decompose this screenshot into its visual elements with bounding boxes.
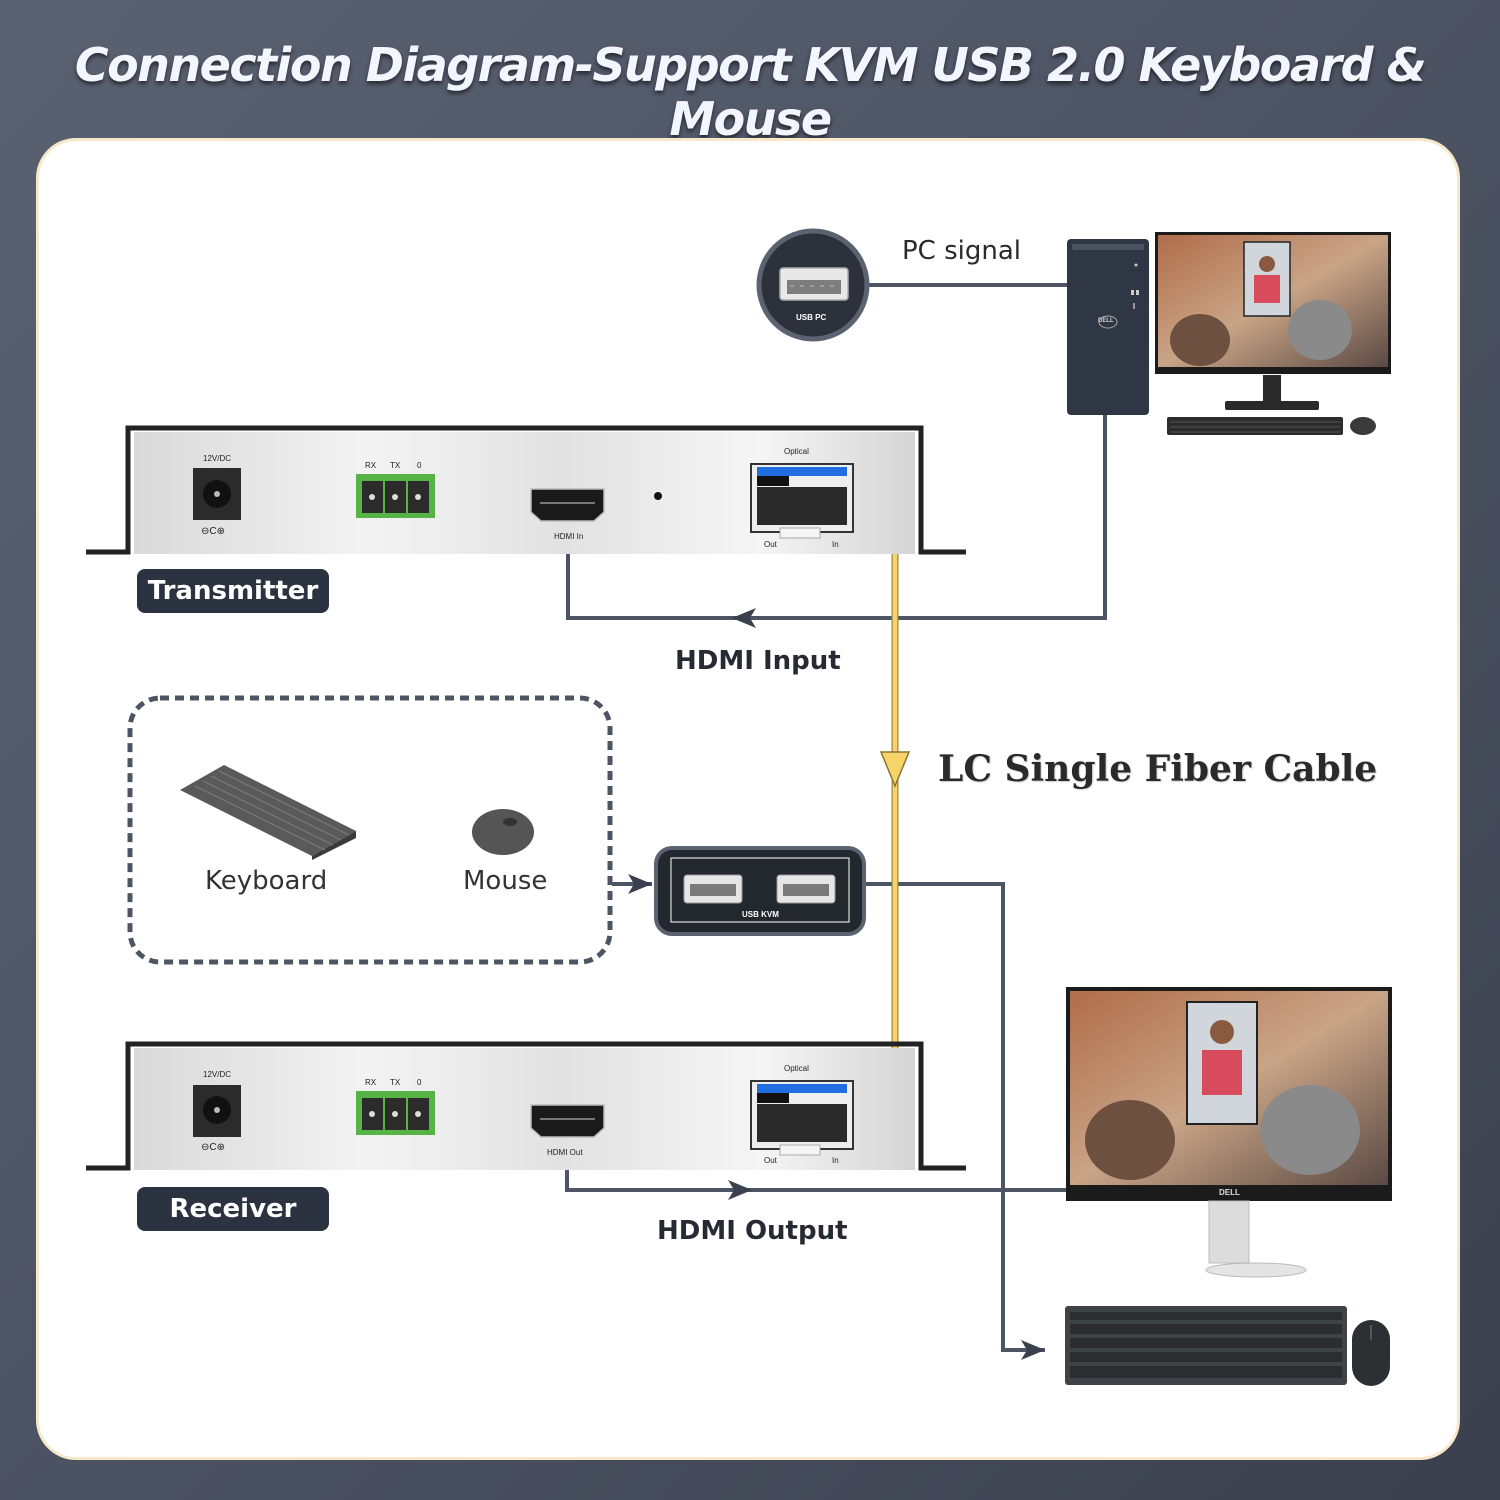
output-keyboard (1065, 1306, 1347, 1385)
rx-terminal-tx: TX (390, 1078, 401, 1087)
tx-terminal-0: 0 (417, 461, 422, 470)
transmitter-unit (86, 425, 966, 555)
rx-optical-label: Optical (784, 1064, 809, 1073)
display-monitor (1066, 987, 1392, 1278)
transmitter-tag: Transmitter (137, 569, 329, 613)
receiver-tag: Receiver (137, 1187, 329, 1231)
monitor-brand-logo: DELL (1219, 1188, 1240, 1197)
peripherals-arrow (628, 874, 652, 894)
rx-terminal-rx: RX (365, 1078, 377, 1087)
tx-hdmi-label: HDMI In (554, 532, 584, 541)
fiber-cable-label: LC Single Fiber Cable (938, 748, 1378, 790)
mouse-illustration (472, 809, 534, 855)
usb-pc-port-label: USB PC (796, 313, 827, 322)
hdmi-output-arrow (728, 1180, 752, 1200)
tx-optical-out: Out (764, 540, 777, 549)
diagram-title: Connection Diagram-Support KVM USB 2.0 K… (74, 38, 1427, 146)
tx-terminal-rx: RX (365, 461, 377, 470)
hdmi-input-label: HDMI Input (675, 646, 841, 676)
rx-polarity-symbol: ⊖C⊕ (201, 1142, 225, 1153)
pc-tower (1067, 239, 1149, 415)
tx-optical-label: Optical (784, 447, 809, 456)
rx-optical-in: In (832, 1156, 839, 1165)
hdmi-input-line (566, 415, 1107, 620)
usb-kvm-label: USB KVM (742, 910, 779, 919)
rx-hdmi-label: HDMI Out (547, 1148, 583, 1157)
peripherals-group (127, 695, 613, 965)
usb-pc-port (756, 228, 870, 342)
keyboard-label: Keyboard (205, 866, 328, 896)
fiber-arrow (879, 751, 911, 788)
tx-polarity-symbol: ⊖C⊕ (201, 526, 225, 537)
hdmi-output-label: HDMI Output (657, 1216, 848, 1246)
tx-power-label: 12V/DC (203, 454, 232, 463)
hdmi-input-arrow (732, 608, 756, 628)
pc-brand-logo: DELL (1098, 318, 1114, 324)
fiber-cable (800, 475, 899, 1100)
usb-kvm-arrow (1021, 1340, 1045, 1360)
pc-signal-label: PC signal (902, 236, 1022, 266)
receiver-unit (86, 1041, 966, 1171)
tx-terminal-tx: TX (390, 461, 401, 470)
mouse-label: Mouse (463, 866, 548, 896)
usb-kvm-line (862, 882, 1045, 1352)
keyboard-illustration (180, 765, 356, 860)
rx-terminal-0: 0 (417, 1078, 422, 1087)
output-mouse (1352, 1320, 1390, 1386)
rx-optical-out: Out (764, 1156, 777, 1165)
pc-monitor (1155, 232, 1391, 435)
tx-optical-in: In (832, 540, 839, 549)
usb-kvm-module (654, 846, 866, 936)
rx-power-label: 12V/DC (203, 1070, 232, 1079)
